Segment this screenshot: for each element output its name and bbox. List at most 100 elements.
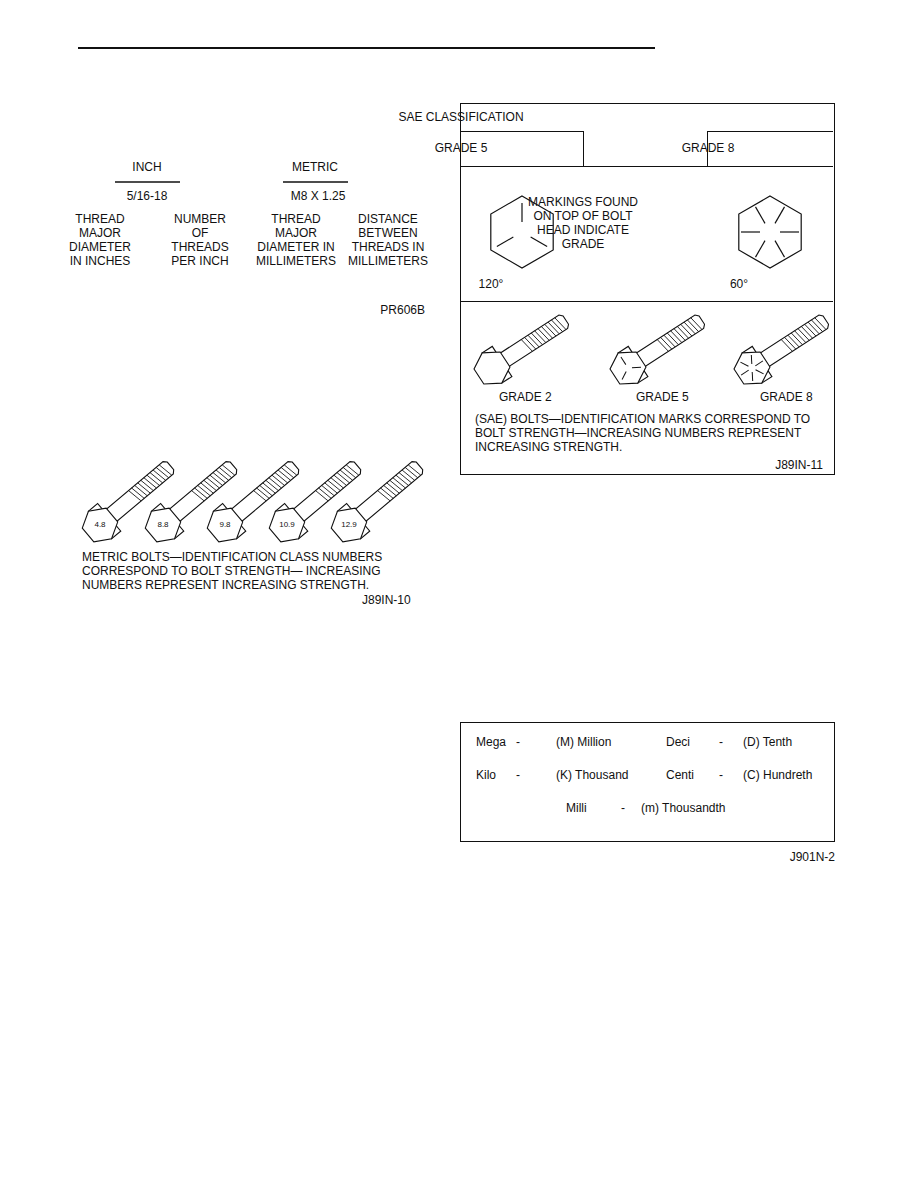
figure-code: J901N-2 [755, 850, 835, 864]
cell-text: - [621, 801, 631, 815]
grade-mark [521, 203, 522, 222]
cell-text: J89IN-11 [723, 458, 823, 472]
grade-mark [748, 355, 756, 364]
header-rule [78, 47, 655, 49]
cell-text: (m) Thousandth [641, 801, 751, 815]
grade-mark [755, 361, 763, 366]
figure-code: PR606B [345, 303, 425, 317]
grade-mark [620, 372, 629, 380]
thread-line [159, 463, 172, 477]
grade-mark [748, 372, 756, 381]
underline [283, 181, 348, 183]
bolt-head-face [76, 501, 123, 549]
grade-mark [740, 360, 748, 369]
cell-text: - [719, 735, 729, 749]
bolt [201, 452, 307, 549]
thread-label: M8 X 1.25 [273, 189, 363, 203]
thread-line [408, 463, 421, 477]
cell-text: Milli [566, 801, 611, 815]
bolt [729, 305, 835, 392]
bolt [263, 452, 369, 549]
grade-mark [756, 241, 766, 257]
thread-line [555, 316, 566, 331]
thread-label: NUMBER OF THREADS PER INCH [169, 212, 231, 268]
bolt-shank [104, 460, 176, 524]
class-number: 8.8 [148, 520, 178, 530]
thread-label: INCH [107, 160, 187, 174]
bolt-shank [758, 313, 830, 368]
underline [115, 181, 180, 183]
table-heading: SAE CLASSIFICATION [275, 110, 647, 124]
table-cell: GRADE 8 [707, 131, 833, 166]
classification-table: SAE CLASSIFICATIONGRADE 5GRADE 8MARKINGS… [460, 103, 835, 475]
grade-mark [632, 364, 641, 372]
cell-text: GRADE 8 [646, 141, 770, 155]
thread-label: METRIC [275, 160, 355, 174]
cell-text: (K) Thousand [556, 768, 656, 782]
cell-text: GRADE 5 [636, 390, 706, 404]
cell-text: (D) Tenth [743, 735, 828, 749]
thread-label: THREAD MAJOR DIAMETER IN MILLIMETERS [253, 212, 339, 268]
bolt-head-face [605, 344, 651, 391]
bolt-drawings [76, 305, 835, 549]
grade-mark [531, 237, 547, 247]
grade-mark [756, 207, 766, 223]
cell-text: Mega [476, 735, 511, 749]
class-number: 9.8 [210, 520, 240, 530]
bolt-shank [291, 460, 363, 524]
bolt-head-hexagon [739, 196, 801, 268]
bolt-panel: GRADE 2 GRADE 5 GRADE 8 (SAE) BOLTS—IDENTIF… [461, 301, 833, 476]
cell-text: MARKINGS FOUND ON TOP OF BOLT HEAD INDIC… [522, 195, 644, 251]
thread-line [815, 316, 826, 331]
grade-mark [775, 241, 785, 257]
figure-caption: METRIC BOLTS—IDENTIFICATION CLASS NUMBER… [82, 550, 442, 592]
prefix-table: Mega-(M) MillionDeci-(D) TenthKilo-(K) T… [460, 722, 835, 842]
grade-mark [780, 231, 799, 232]
grade-mark [741, 370, 749, 375]
thread-label: 5/16-18 [107, 189, 187, 203]
grade-mark [756, 367, 764, 376]
thread-label: DISTANCE BETWEEN THREADS IN MILLIMETERS [345, 212, 431, 268]
thread-line [691, 316, 702, 331]
bolt-shank [167, 460, 239, 524]
bolt-head-face [201, 501, 248, 549]
cell-text: Kilo [476, 768, 511, 782]
class-number: 4.8 [85, 520, 115, 530]
bolt-head-face [729, 344, 775, 391]
bolt-head-face [469, 344, 515, 391]
bolt-shank [353, 460, 425, 524]
cell-text: - [516, 768, 526, 782]
cell-text: 60° [709, 277, 769, 291]
bolt [76, 452, 182, 549]
cell-text: Deci [666, 735, 711, 749]
bolt-shank [498, 313, 570, 368]
class-number: 12.9 [334, 520, 364, 530]
grade-mark [497, 237, 513, 247]
grade-mark [775, 207, 785, 223]
bolt-head-face [263, 501, 310, 549]
table-cell: GRADE 5 [461, 131, 584, 166]
cell-text: GRADE 2 [499, 390, 569, 404]
cell-text: Centi [666, 768, 711, 782]
grade-mark [621, 357, 626, 365]
thread-line [284, 463, 297, 477]
figure-code: J89IN-10 [362, 593, 442, 607]
cell-text: (SAE) BOLTS—IDENTIFICATION MARKS CORRESP… [475, 412, 813, 454]
thread-line [222, 463, 235, 477]
bolt [325, 452, 431, 549]
bolt-head-face [325, 501, 372, 549]
cell-text: GRADE 8 [760, 390, 830, 404]
cell-text: - [719, 768, 729, 782]
cell-text: GRADE 5 [401, 141, 521, 155]
grade-mark [741, 231, 760, 232]
bolt-head-face [139, 501, 186, 549]
cell-text: (C) Hundreth [743, 768, 828, 782]
bolt [605, 305, 711, 392]
thread-label: THREAD MAJOR DIAMETER IN INCHES [62, 212, 138, 268]
class-number: 10.9 [272, 520, 302, 530]
bolt [139, 452, 245, 549]
cell-text: - [516, 735, 526, 749]
cell-text: (M) Million [556, 735, 656, 749]
bolt [469, 305, 575, 392]
